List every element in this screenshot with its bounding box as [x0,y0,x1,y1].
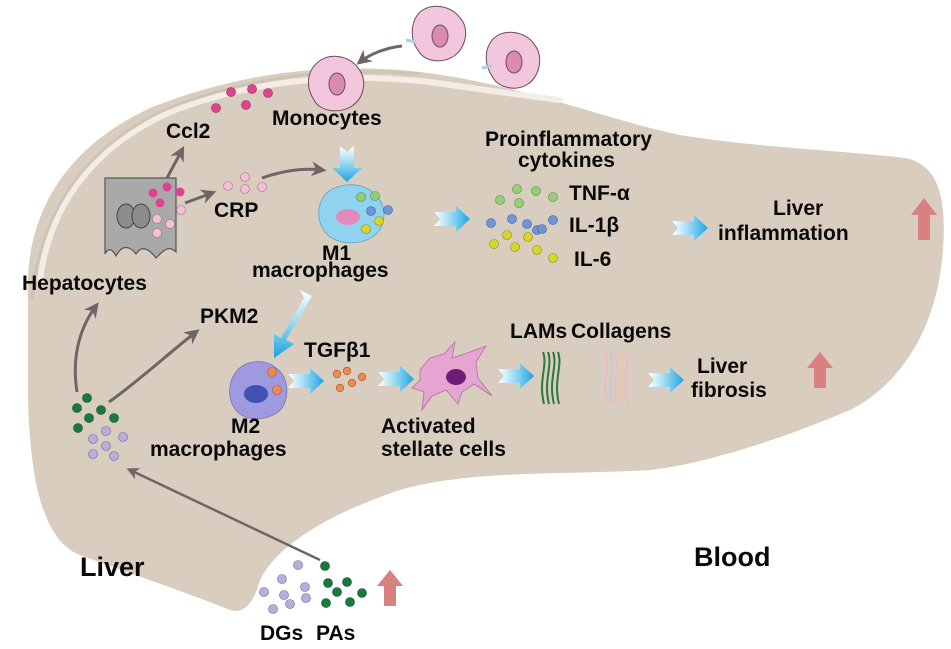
monocyte-recruit-arrow [356,44,403,65]
activated-stellate-cell [411,340,493,412]
crp-dots [223,172,267,194]
tnf-dots [495,184,558,208]
proinflammatory-label-line2: cytokines [518,149,615,172]
pkm2-label: PKM2 [200,305,258,328]
liver-region-label: Liver [80,552,145,582]
lipids-to-hepatocytes-arrow [73,302,99,393]
liver-inflammation-label-line1: Liver [773,197,823,220]
m2-label-line2: macrophages [150,438,287,461]
il6-dots [489,230,558,263]
m2-macrophage-cell [229,361,288,420]
activated-label-line1: Activated [381,415,476,438]
hepatocyte-to-ccl2-arrow [165,146,185,179]
blood-region-label: Blood [694,542,770,572]
liver-fibrosis-label-line1: Liver [697,355,747,378]
blood-to-liver-arrow [126,468,321,562]
dgs-label: DGs [260,622,303,645]
monocyte-cell-outside-1 [405,5,467,62]
monocytes-label: Monocytes [272,107,382,130]
monocyte-cell [308,55,365,112]
liver-shape [27,68,944,611]
hepatocyte-to-crp-arrow [184,189,217,205]
m1-label-line1: M1 [322,242,351,265]
collagen-fibers [604,351,629,405]
crp-label: CRP [214,199,258,222]
monocyte-cell-outside-2 [481,31,541,89]
liver-fibrosis-label-line2: fibrosis [691,379,767,402]
monocyte-to-m1-arrow [332,146,362,182]
m1-label-line2: macrophages [252,259,389,282]
inflammation-up-arrow-icon [911,198,937,240]
pa-dots-blood [320,561,367,608]
pa-dots-liver [72,393,119,433]
il1-beta-label: IL-1β [569,214,619,237]
crp-to-m1-arrow [261,161,327,180]
ccl2-label: Ccl2 [166,120,210,143]
dg-dots-liver [88,426,128,461]
il6-label: IL-6 [574,248,611,271]
lams-label: LAMs [510,320,567,343]
m1-macrophage-cell [318,184,393,244]
hepatocyte-cell [104,177,186,259]
collagens-label: Collagens [571,320,671,343]
m2-label-line1: M2 [231,415,260,438]
lipids-to-pkm2-arrow [108,329,200,404]
lams-fibers [541,351,561,405]
liver-inflammation-label-line2: inflammation [718,222,849,245]
m1-to-m2-arrow [274,290,312,358]
tgfb1-dots [332,366,367,393]
tnf-alpha-label: TNF-α [569,182,630,205]
ccl2-dots [211,84,273,113]
tgfb1-label: TGFβ1 [304,339,371,362]
liver-highlight [37,74,563,283]
il1-dots [486,214,558,235]
proinflammatory-label-line1: Proinflammatory [485,128,652,151]
fibrosis-up-arrow-icon [807,352,833,388]
pas-label: PAs [316,622,355,645]
hepatocytes-label: Hepatocytes [22,272,147,295]
blood-lipids-up-arrow-icon [377,570,403,606]
dg-dots-blood [259,560,311,614]
activated-label-line2: stellate cells [381,438,506,461]
